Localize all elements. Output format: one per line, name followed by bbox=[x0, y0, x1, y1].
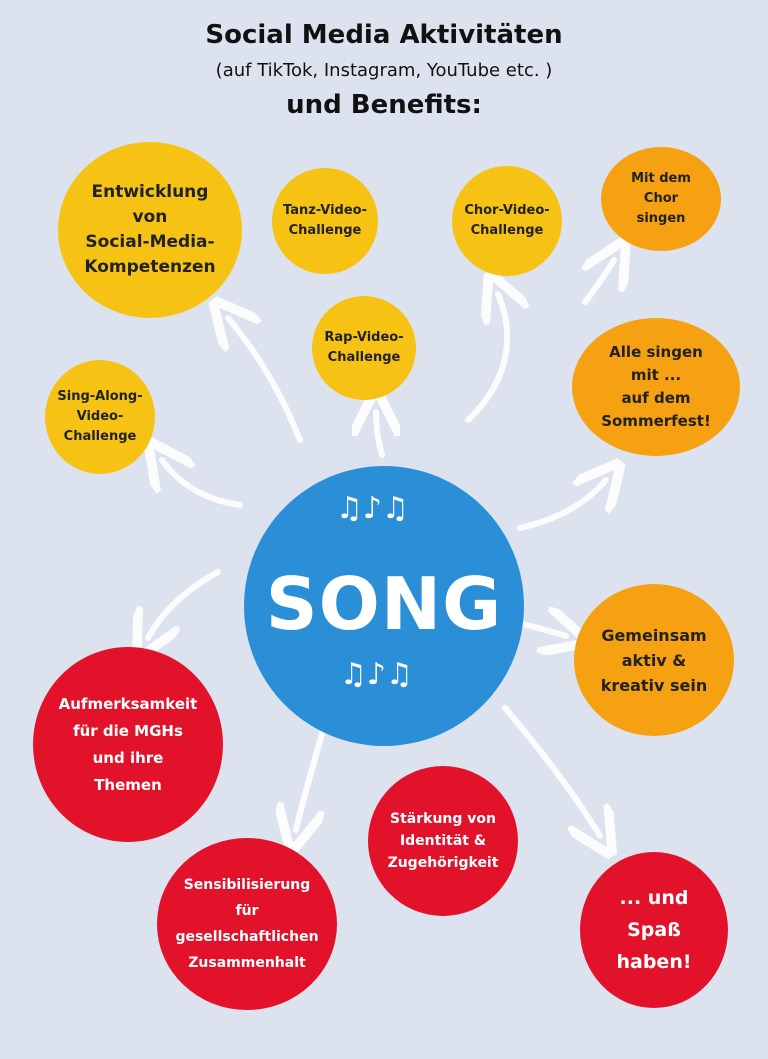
bubble-mit-chor-label: Mit dem Chor singen bbox=[631, 171, 691, 226]
music-notes-bottom-icon: ♫♪♫ bbox=[340, 657, 413, 692]
bubble-alle-singen: Alle singen mit ... auf dem Sommerfest! bbox=[572, 318, 740, 456]
arrow-to-chor-video bbox=[465, 294, 507, 423]
arrow-to-spass bbox=[502, 705, 600, 836]
arrow-to-gemeinsam bbox=[519, 624, 566, 636]
arrow-to-sing-along bbox=[162, 460, 243, 508]
arrow-to-alle-singen bbox=[517, 480, 606, 531]
bubble-sing-along: Sing-Along- Video- Challenge bbox=[45, 360, 155, 474]
bubble-rap: Rap-Video- Challenge bbox=[312, 296, 416, 400]
bubble-sensibilisierung-label: Sensibilisierung für gesellschaftlichen … bbox=[175, 877, 319, 971]
page-subtitle: (auf TikTok, Instagram, YouTube etc. ) bbox=[215, 60, 553, 81]
arrow-to-aufmerksamkeit bbox=[148, 569, 221, 638]
bubble-entwicklung-label: Entwicklung von Social-Media- Kompetenze… bbox=[84, 182, 216, 277]
bubble-tanz: Tanz-Video- Challenge bbox=[272, 168, 378, 274]
bubble-chor-video-label: Chor-Video- Challenge bbox=[464, 203, 550, 238]
arrow-to-mit-chor bbox=[585, 260, 614, 305]
bubble-alle-singen-label: Alle singen mit ... auf dem Sommerfest! bbox=[601, 343, 711, 430]
bubble-entwicklung: Entwicklung von Social-Media- Kompetenze… bbox=[58, 142, 242, 318]
bubble-chor-video: Chor-Video- Challenge bbox=[452, 166, 562, 276]
bubble-sing-along-label: Sing-Along- Video- Challenge bbox=[57, 389, 143, 444]
song-label: SONG bbox=[265, 562, 503, 646]
bubble-gemeinsam: Gemeinsam aktiv & kreativ sein bbox=[574, 584, 734, 736]
arrow-to-sensibilisierung bbox=[296, 719, 328, 830]
arrow-to-rap bbox=[376, 412, 382, 458]
bubble-mit-chor: Mit dem Chor singen bbox=[601, 147, 721, 251]
bubble-rap-label: Rap-Video- Challenge bbox=[324, 330, 404, 365]
bubble-aufmerksamkeit: Aufmerksamkeit für die MGHs und ihre The… bbox=[33, 647, 223, 842]
bubble-spass: ... und Spaß haben! bbox=[580, 852, 728, 1008]
arrow-to-entwicklung bbox=[228, 318, 303, 443]
page-title: Social Media Aktivitäten bbox=[205, 20, 563, 50]
page-title-2: und Benefits: bbox=[286, 90, 482, 120]
bubble-tanz-label: Tanz-Video- Challenge bbox=[283, 203, 367, 238]
music-notes-top-icon: ♫♪♫ bbox=[336, 491, 409, 526]
bubble-sensibilisierung: Sensibilisierung für gesellschaftlichen … bbox=[157, 838, 337, 1010]
bubble-aufmerksamkeit-label: Aufmerksamkeit für die MGHs und ihre The… bbox=[58, 694, 198, 794]
bubble-staerkung-label: Stärkung von Identität & Zugehörigkeit bbox=[387, 811, 499, 871]
bubble-gemeinsam-label: Gemeinsam aktiv & kreativ sein bbox=[600, 625, 708, 695]
bubble-staerkung: Stärkung von Identität & Zugehörigkeit bbox=[368, 766, 518, 916]
song-circle: ♫♪♫ SONG ♫♪♫ bbox=[244, 466, 524, 746]
bubble-spass-label: ... und Spaß haben! bbox=[616, 887, 692, 973]
